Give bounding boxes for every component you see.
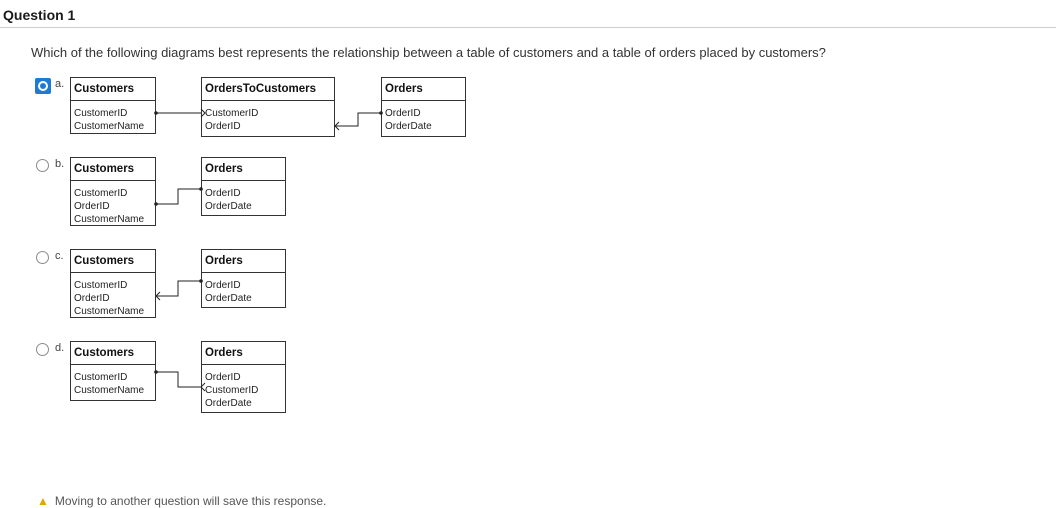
table-name: Orders	[382, 78, 465, 101]
save-warning-text: Moving to another question will save thi…	[54, 494, 327, 508]
table-name: Orders	[202, 158, 285, 181]
field: OrderDate	[205, 398, 252, 409]
question-title: Question 1	[3, 7, 76, 23]
option-b-table-orders: Orders OrderID OrderDate	[201, 157, 286, 216]
option-b-radio[interactable]	[36, 159, 49, 172]
option-c-table-customers: Customers CustomerID OrderID CustomerNam…	[70, 249, 156, 318]
table-name: Orders	[202, 250, 285, 273]
option-c-table-orders: Orders OrderID OrderDate	[201, 249, 286, 308]
option-b-link	[156, 188, 201, 205]
field: CustomerID	[74, 280, 128, 291]
field: OrderID	[205, 280, 241, 291]
many-end-crowfoot	[334, 121, 340, 131]
option-d-radio[interactable]	[36, 343, 49, 356]
option-b-table-customers: Customers CustomerID OrderID CustomerNam…	[70, 157, 156, 226]
table-name: OrdersToCustomers	[202, 78, 334, 101]
field: OrderID	[205, 372, 241, 383]
save-warning: ▲ Moving to another question will save th…	[37, 494, 326, 508]
option-a-table-customers: Customers CustomerID CustomerName	[70, 77, 156, 134]
field: CustomerName	[74, 214, 145, 225]
option-c-link	[156, 280, 201, 297]
field: OrderDate	[385, 121, 432, 132]
option-c-letter: c.	[55, 250, 64, 262]
option-a-table-orders: Orders OrderID OrderDate	[381, 77, 466, 137]
field: OrderID	[205, 121, 241, 132]
field: CustomerName	[74, 306, 145, 317]
field: CustomerID	[74, 372, 128, 383]
warning-icon: ▲	[37, 494, 49, 508]
field: CustomerID	[205, 108, 259, 119]
option-d-table-customers: Customers CustomerID CustomerName	[70, 341, 156, 401]
option-d-table-orders: Orders OrderID CustomerID OrderDate	[201, 341, 286, 413]
table-name: Orders	[202, 342, 285, 365]
field: OrderID	[205, 188, 241, 199]
field: OrderDate	[205, 201, 252, 212]
table-name: Customers	[71, 158, 155, 181]
field: CustomerName	[74, 385, 145, 396]
option-b-letter: b.	[55, 158, 65, 170]
field: CustomerName	[74, 121, 145, 132]
field: OrderID	[74, 201, 110, 212]
field: CustomerID	[74, 188, 128, 199]
field: OrderID	[74, 293, 110, 304]
title-divider	[0, 27, 1056, 28]
field: CustomerID	[205, 385, 259, 396]
option-a-table-orderstocustomers: OrdersToCustomers CustomerID OrderID	[201, 77, 335, 137]
field: OrderDate	[205, 293, 252, 304]
option-d-link	[156, 371, 201, 388]
option-c-radio[interactable]	[36, 251, 49, 264]
option-a-link-2	[335, 112, 381, 127]
field: OrderID	[385, 108, 421, 119]
question-text: Which of the following diagrams best rep…	[31, 45, 826, 60]
option-d-letter: d.	[55, 342, 65, 354]
field: CustomerID	[74, 108, 128, 119]
option-a-radio[interactable]	[35, 78, 51, 94]
table-name: Customers	[71, 78, 155, 101]
many-end-crowfoot	[155, 291, 161, 301]
option-a-letter: a.	[55, 78, 65, 90]
table-name: Customers	[71, 250, 155, 273]
table-name: Customers	[71, 342, 155, 365]
